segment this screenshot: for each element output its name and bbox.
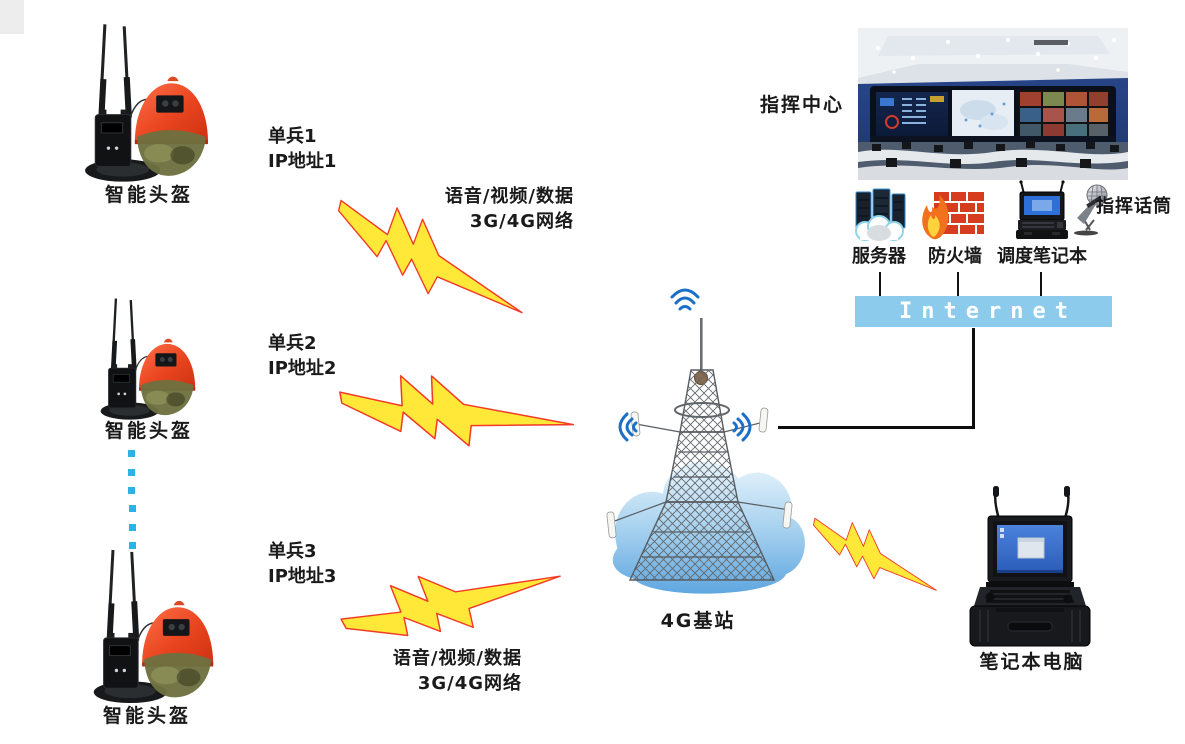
lightning-link-2 <box>336 340 577 471</box>
flame <box>922 195 949 240</box>
helmet-label-1: 智能头盔 <box>104 184 193 206</box>
link-note-bottom-line1: 语音/视频/数据 <box>392 648 522 669</box>
link-note-top-line2: 3G/4G网络 <box>469 211 574 232</box>
scan-artifact <box>0 0 24 34</box>
link-note-bottom-line2: 3G/4G网络 <box>417 673 522 694</box>
command-center-photo <box>858 28 1128 180</box>
unit-3-tag: 单兵3 <box>268 541 317 562</box>
portable-laptop-label: 笔记本电脑 <box>979 651 1085 673</box>
microphone-label: 指挥话筒 <box>1096 196 1172 217</box>
unit-2-ip: IP地址2 <box>268 358 337 379</box>
link-note-bottom: 语音/视频/数据 3G/4G网络 <box>350 646 522 696</box>
internet-label: Internet <box>899 299 1077 324</box>
cloud-outline <box>855 215 904 241</box>
smart-helmet-unit-1 <box>78 22 210 185</box>
unit-1-ip: IP地址1 <box>268 151 337 172</box>
connector-server-internet <box>879 272 881 296</box>
antenna-panels <box>606 407 793 539</box>
smart-helmet-unit-3 <box>86 548 216 706</box>
link-note-top: 语音/视频/数据 3G/4G网络 <box>404 184 574 234</box>
base-station-tower <box>606 318 808 597</box>
server-label: 服务器 <box>852 246 906 267</box>
firewall-icon <box>922 191 985 240</box>
portable-laptop <box>969 486 1091 647</box>
dispatch-laptop-icon <box>1016 180 1068 239</box>
link-note-top-line1: 语音/视频/数据 <box>444 186 574 207</box>
helmet-label-3: 智能头盔 <box>102 705 191 727</box>
connector-dispatch-internet <box>1040 272 1042 296</box>
lightning-link-4 <box>803 510 948 595</box>
command-center-label: 指挥中心 <box>760 94 845 116</box>
firewall-label: 防火墙 <box>928 246 982 267</box>
radio-waves-right-icon <box>732 412 752 442</box>
radio-waves-left-icon <box>618 412 638 442</box>
radio-waves-top-icon <box>670 288 700 311</box>
smart-helmet-unit-2 <box>92 297 200 422</box>
unit-1-tag: 单兵1 <box>268 126 317 147</box>
internet-bar: Internet <box>855 296 1112 327</box>
server-rack-cloud-icon <box>855 188 906 241</box>
connector-tower-internet-vertical <box>972 328 975 429</box>
base-station-label: 4G基站 <box>660 610 736 632</box>
unit-2-tag: 单兵2 <box>268 333 317 354</box>
dispatch-laptop-label: 调度笔记本 <box>997 246 1087 267</box>
connector-tower-internet-horizontal <box>778 426 975 429</box>
connector-firewall-internet <box>957 272 959 296</box>
microphone-icon <box>1074 184 1108 236</box>
helmet-label-2: 智能头盔 <box>104 420 193 442</box>
unit-3-ip: IP地址3 <box>268 566 337 587</box>
